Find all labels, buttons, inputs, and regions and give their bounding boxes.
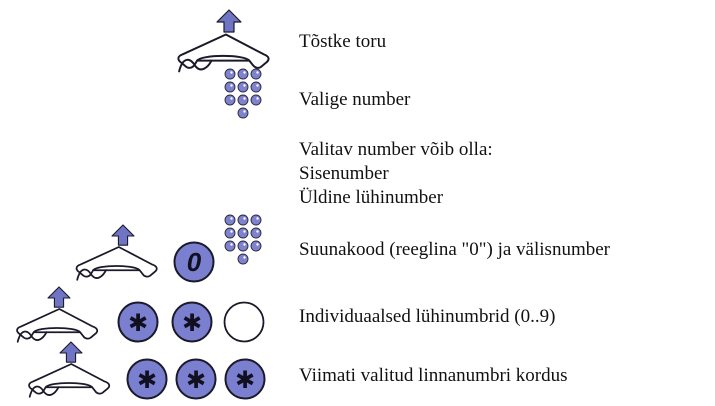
svg-text:0: 0 (187, 247, 202, 277)
svg-text:✱: ✱ (128, 309, 148, 337)
handset-lift-icon (177, 9, 270, 73)
blank-key-icon (223, 301, 265, 343)
step-dial-number-text: Valige number (299, 89, 411, 110)
handset-lift-icon (75, 224, 158, 281)
star-key-icon: ✱ (171, 301, 213, 343)
star-key-icon: ✱ (175, 358, 217, 400)
star-key-icon: ✱ (126, 358, 168, 400)
keypad-icon (224, 214, 262, 265)
dial-info-option-common-speed: Üldine lühinumber (299, 187, 444, 208)
step-lift-handset-text: Tõstke toru (299, 31, 387, 52)
step-external-text: Suunakood (reeglina "0") ja välisnumber (299, 239, 610, 260)
svg-text:✱: ✱ (182, 309, 202, 337)
handset-lift-icon (28, 341, 111, 398)
digit-zero-key-icon: 0 (173, 241, 215, 283)
keypad-icon (224, 68, 262, 119)
svg-text:✱: ✱ (235, 366, 255, 394)
dial-info-option-internal: Sisenumber (299, 163, 389, 184)
dial-info-title: Valitav number võib olla: (299, 139, 493, 160)
svg-text:✱: ✱ (137, 366, 157, 394)
step-redial-text: Viimati valitud linnanumbri kordus (299, 365, 568, 386)
step-individual-speed-text: Individuaalsed lühinumbrid (0..9) (299, 306, 556, 327)
star-key-icon: ✱ (224, 358, 266, 400)
handset-lift-icon (16, 286, 99, 343)
svg-text:✱: ✱ (186, 366, 206, 394)
star-key-icon: ✱ (117, 301, 159, 343)
